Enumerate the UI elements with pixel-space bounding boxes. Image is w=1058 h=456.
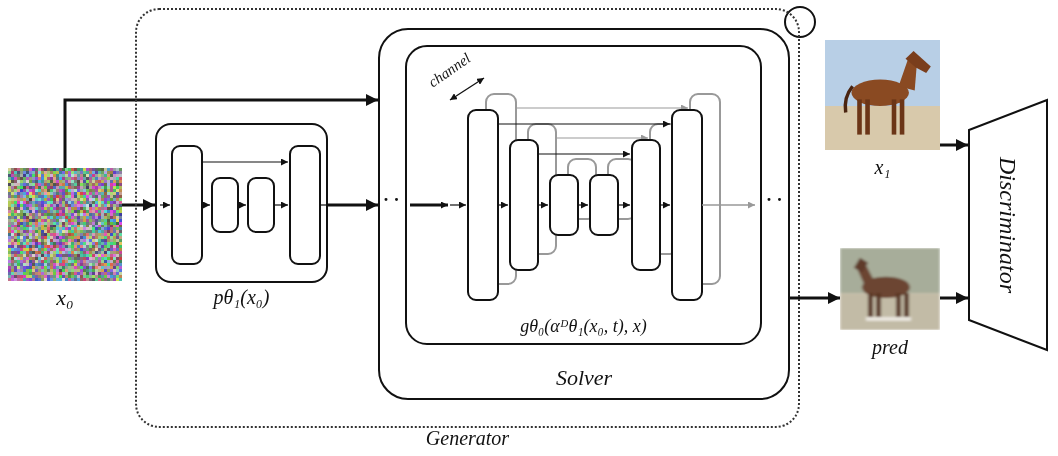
channel-arrow (450, 78, 484, 100)
node-label: Discriminator (995, 157, 1021, 293)
arrow-connector (65, 100, 378, 168)
noise-picture (8, 168, 122, 281)
arrow-connector (328, 204, 378, 207)
arrow-connector (122, 204, 155, 207)
arrow-connector (940, 144, 968, 147)
generator-region: Generatorpθ₁(x₀)Solvergθ₀(αᴰθ₁(x₀, t), x… (135, 8, 800, 428)
node-label: gθ₀(αᴰθ₁(x₀, t), x) (520, 317, 647, 337)
noise-image: x₀ (8, 168, 122, 281)
unet-blocks (468, 110, 702, 300)
node-label: pred (872, 336, 908, 358)
flow-arrow (702, 204, 755, 206)
loop-symbol (785, 7, 815, 37)
node-label: Solver (556, 366, 612, 390)
unet-blocks (172, 146, 320, 264)
axis-label: channel (425, 50, 474, 91)
arrow-connector (790, 297, 840, 300)
unet-skip-copy (516, 108, 688, 138)
target-image: x₁ (825, 40, 940, 150)
unet-arrows (160, 162, 326, 205)
node-label: Generator (426, 427, 509, 449)
node-label: pθ₁(x₀) (214, 286, 270, 308)
node-label: x₁ (875, 156, 891, 178)
prior-network-box: pθ₁(x₀) (155, 123, 328, 283)
unet-arrows (450, 124, 670, 205)
horse-picture (825, 40, 940, 150)
ellipsis-dots: · · (766, 190, 783, 211)
ellipsis-dots: · · (383, 190, 400, 211)
arrow-connector (940, 297, 968, 300)
predicted-horse-picture (840, 248, 940, 330)
discriminator-block: Discriminator (968, 95, 1048, 355)
unet-box: gθ₀(αᴰθ₁(x₀, t), x) (405, 45, 762, 345)
node-label: x₀ (56, 286, 73, 310)
predicted-image: pred (840, 248, 940, 330)
flow-arrow (410, 204, 448, 207)
